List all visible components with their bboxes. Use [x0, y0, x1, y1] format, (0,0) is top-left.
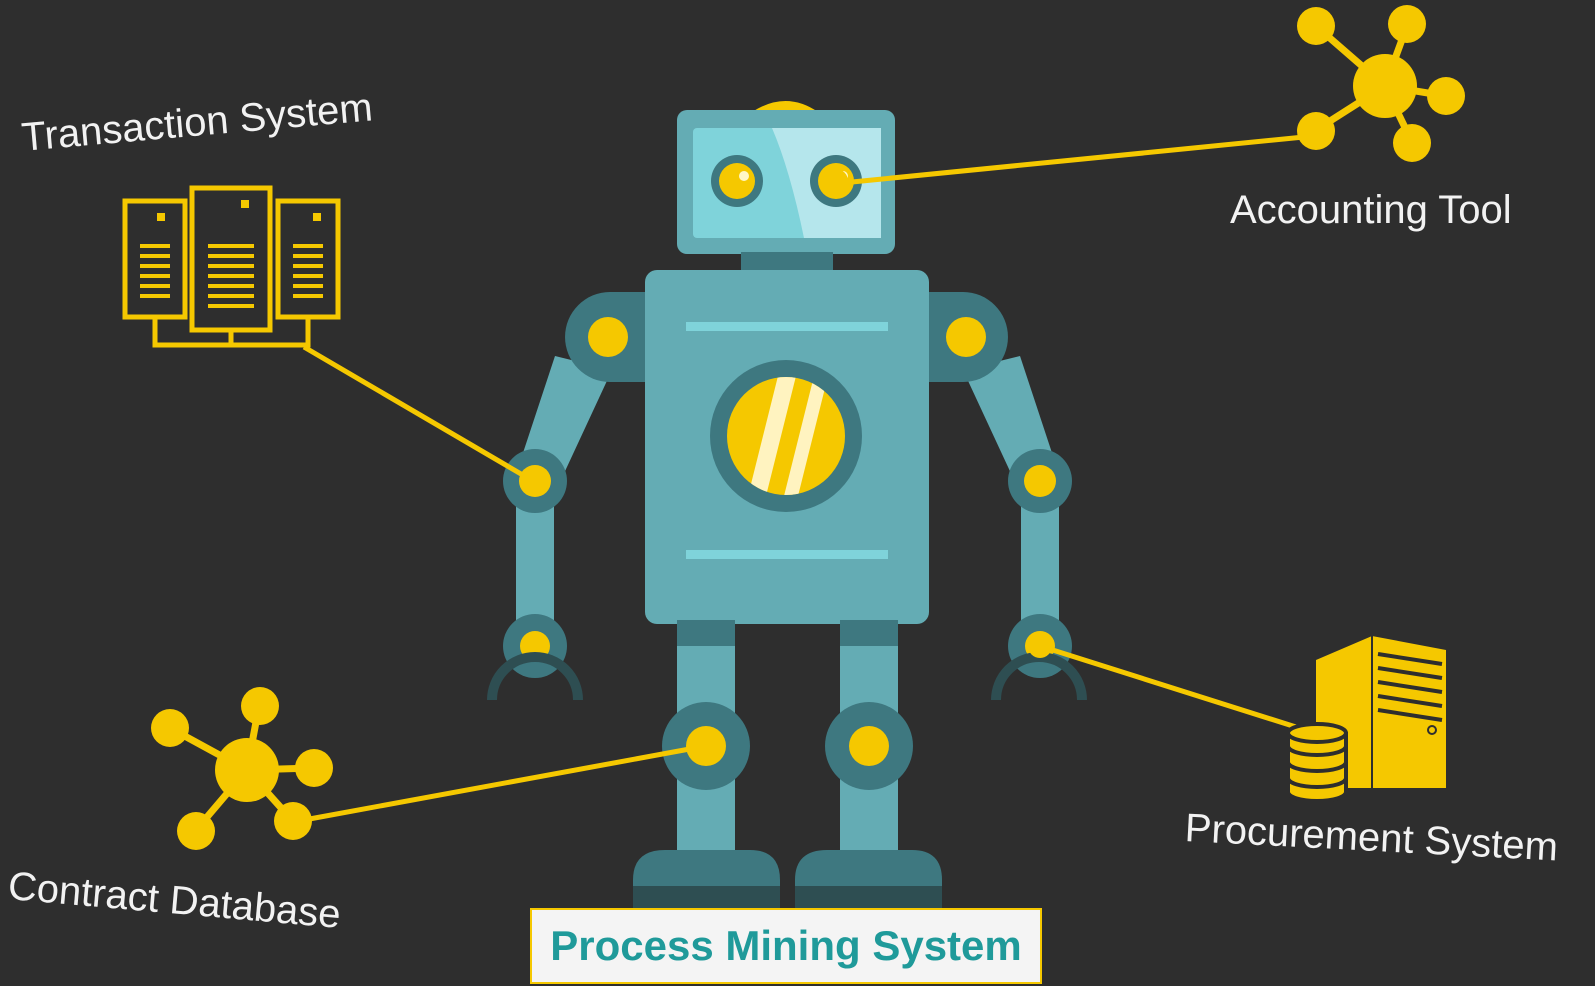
diagram-title: Process Mining System — [550, 922, 1022, 969]
connectors — [302, 133, 1319, 823]
robot-claw-left — [487, 652, 583, 701]
connector-accounting-endpoint — [824, 169, 848, 193]
robot-eye-left-shine — [739, 171, 749, 181]
connector-contract — [303, 743, 707, 823]
robot-eye-left — [719, 163, 755, 199]
contract-network-hub-icon — [151, 687, 333, 850]
robot-hip-left — [677, 620, 735, 646]
robot-sole-left — [633, 886, 780, 908]
connector-transaction-endpoint — [521, 469, 545, 493]
robot-knee-right-joint — [849, 726, 889, 766]
connector-procurement — [1039, 643, 1319, 737]
connector-contract-endpoint — [690, 730, 722, 762]
robot-antenna — [752, 101, 818, 112]
network-hub-icon — [1297, 5, 1465, 162]
robot-torso-stripe-bottom — [686, 550, 888, 559]
robot-hip-right — [840, 620, 898, 646]
title-box: Process Mining System — [530, 908, 1042, 984]
robot-chest-glare — [742, 377, 832, 495]
robot-shoulder-left-joint — [588, 317, 628, 357]
robot-shoulder-right-joint — [946, 317, 986, 357]
robot-icon — [487, 101, 1087, 908]
connector-procurement-endpoint — [1028, 634, 1052, 658]
database-server-icon — [1286, 636, 1446, 803]
connector-transaction — [302, 344, 535, 484]
server-rack-icon — [122, 185, 341, 348]
accounting-tool-label: Accounting Tool — [1230, 188, 1512, 232]
robot-sole-right — [795, 886, 942, 908]
robot-torso-stripe-top — [686, 322, 888, 331]
robot-elbow-right-joint — [1024, 465, 1056, 497]
connector-accounting — [851, 133, 1315, 185]
robot-neck — [741, 252, 833, 272]
